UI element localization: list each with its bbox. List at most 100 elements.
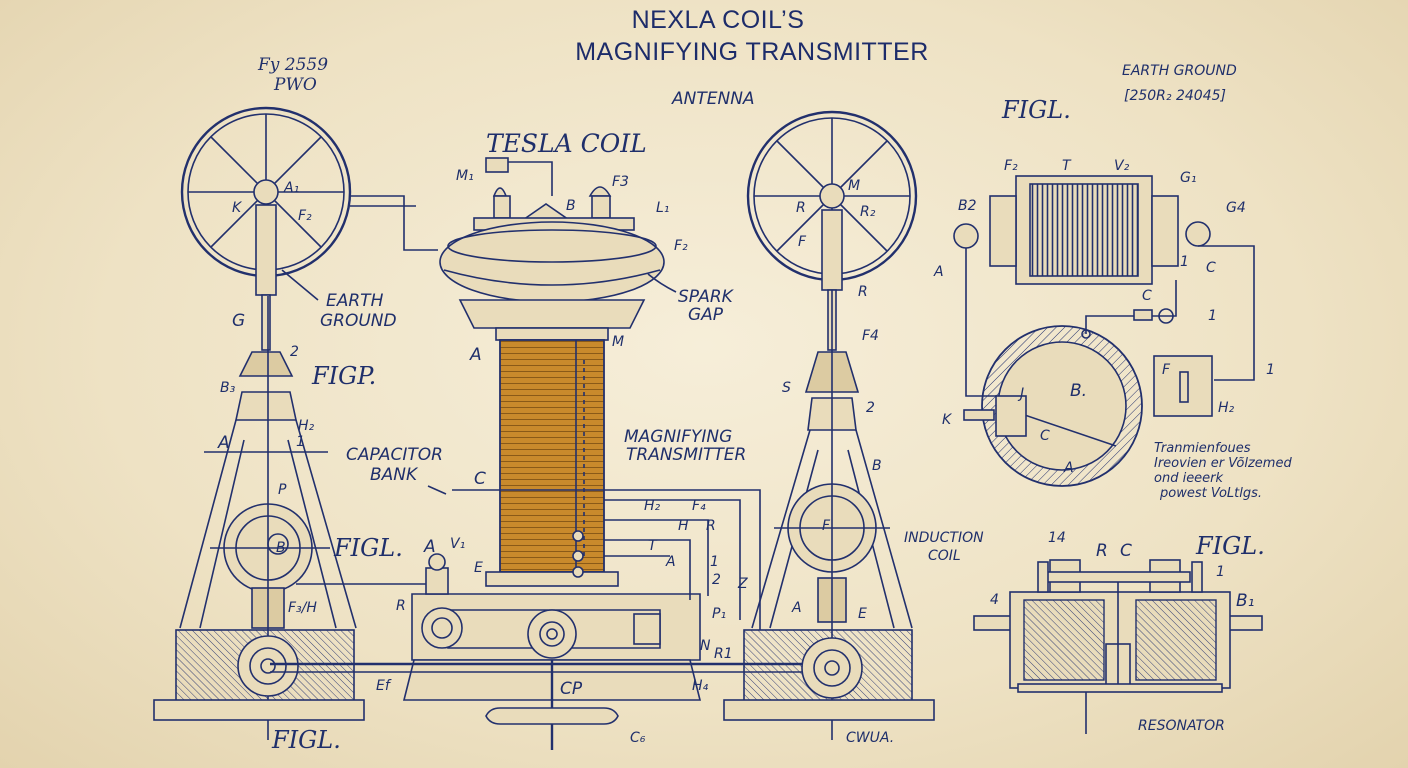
svg-text:Z: Z bbox=[737, 576, 748, 592]
caption-fig-l-bottom: FIGL. bbox=[271, 726, 341, 754]
title-line-1: NEXLA COIL’S bbox=[632, 6, 805, 34]
left-base bbox=[153, 629, 365, 721]
svg-text:B2: B2 bbox=[958, 198, 977, 214]
svg-text:L₁: L₁ bbox=[656, 200, 669, 216]
resonator-figure bbox=[973, 559, 1263, 734]
label-capacitor-2: BANK bbox=[370, 465, 419, 485]
svg-text:A: A bbox=[791, 600, 802, 616]
svg-text:N: N bbox=[700, 638, 711, 654]
transformer-figure bbox=[953, 175, 1255, 397]
svg-text:E: E bbox=[474, 560, 483, 576]
svg-text:K: K bbox=[942, 412, 953, 428]
svg-text:C: C bbox=[1142, 288, 1152, 304]
fig-bottom-right-reference-marks: 14 R C 1 4 B₁ bbox=[990, 530, 1254, 611]
right-antenna-wheel bbox=[746, 110, 918, 291]
svg-text:powest VoLtlgs.: powest VoLtlgs. bbox=[1159, 486, 1262, 501]
tesla-coil-base bbox=[270, 571, 840, 750]
label-resonator: RESONATOR bbox=[1138, 718, 1225, 734]
svg-text:F₄: F₄ bbox=[692, 498, 706, 514]
right-base bbox=[723, 629, 935, 721]
header-right-line-1: EARTH GROUND bbox=[1122, 63, 1237, 79]
svg-text:CP: CP bbox=[560, 679, 583, 699]
caption-fig-l-mid: FIGL. bbox=[333, 534, 403, 562]
svg-text:H₄: H₄ bbox=[692, 678, 709, 694]
svg-text:P₁: P₁ bbox=[712, 606, 726, 622]
svg-text:F4: F4 bbox=[862, 328, 879, 344]
svg-text:2: 2 bbox=[712, 572, 721, 588]
svg-text:H: H bbox=[678, 518, 689, 534]
title-line-2: MAGNIFYING TRANSMITTER bbox=[575, 38, 929, 66]
svg-text:R₂: R₂ bbox=[860, 204, 876, 220]
svg-text:T: T bbox=[648, 538, 658, 554]
fig-top-right-reference-marks: F₂ T V₂ G₁ B2 G4 A 1 C C 1 J K B. C A F … bbox=[933, 158, 1275, 476]
svg-text:B: B bbox=[566, 198, 576, 214]
svg-text:F₂: F₂ bbox=[674, 238, 688, 254]
transmitter-note: Tranmienfoues Ireovien er Võlzemed ond i… bbox=[1154, 441, 1292, 501]
svg-text:1: 1 bbox=[1180, 254, 1189, 270]
svg-text:F: F bbox=[822, 518, 831, 534]
svg-text:C₆: C₆ bbox=[630, 730, 646, 746]
svg-text:C: C bbox=[1120, 541, 1132, 561]
right-tower bbox=[751, 289, 913, 740]
svg-text:R: R bbox=[858, 284, 868, 300]
label-spark-gap-1: SPARK bbox=[678, 287, 735, 307]
svg-text:1: 1 bbox=[1208, 308, 1217, 324]
svg-text:V₁: V₁ bbox=[450, 536, 465, 552]
svg-text:E: E bbox=[858, 606, 867, 622]
svg-text:B₁: B₁ bbox=[1236, 591, 1254, 611]
svg-text:R1: R1 bbox=[714, 646, 733, 662]
label-tesla-coil: TESLA COIL bbox=[486, 129, 647, 158]
caption-fig-p: FIGP. bbox=[311, 362, 376, 390]
svg-text:2: 2 bbox=[866, 400, 875, 416]
svg-text:F: F bbox=[1162, 362, 1171, 378]
svg-text:K: K bbox=[232, 200, 243, 216]
header-right-line-2: [250R₂ 24045] bbox=[1124, 88, 1226, 104]
svg-text:A₁: A₁ bbox=[283, 180, 299, 196]
coil-reference-marks: M₁ F3 B L₁ F₂ A M C E H₂ F₄ H R T A 1 2 … bbox=[376, 168, 748, 746]
svg-text:CWUA.: CWUA. bbox=[846, 730, 894, 746]
left-reference-marks: A₁ K F₂ G 2 B₃ H₂ A 1 P B A V₁ R F₃/H bbox=[217, 180, 465, 616]
label-earth-ground-left-1: EARTH bbox=[326, 291, 384, 311]
svg-text:J: J bbox=[1017, 386, 1024, 402]
svg-text:C: C bbox=[1206, 260, 1216, 276]
label-capacitor-1: CAPACITOR bbox=[346, 445, 443, 465]
label-spark-gap-2: GAP bbox=[688, 305, 724, 325]
svg-text:H₂: H₂ bbox=[298, 418, 315, 434]
caption-fig-l-right-top: FIGL. bbox=[1001, 96, 1071, 124]
svg-text:T: T bbox=[1062, 158, 1072, 174]
svg-text:A: A bbox=[217, 433, 230, 453]
svg-text:B₃: B₃ bbox=[220, 380, 236, 396]
svg-text:F: F bbox=[798, 234, 807, 250]
svg-text:R: R bbox=[706, 518, 716, 534]
left-antenna-wheel bbox=[180, 106, 438, 296]
svg-text:1: 1 bbox=[296, 434, 305, 450]
svg-text:V₂: V₂ bbox=[1114, 158, 1130, 174]
svg-text:G: G bbox=[232, 311, 245, 331]
svg-text:H₂: H₂ bbox=[644, 498, 661, 514]
svg-text:R: R bbox=[796, 200, 806, 216]
svg-text:C: C bbox=[474, 469, 486, 489]
svg-text:A: A bbox=[933, 264, 944, 280]
svg-text:1: 1 bbox=[1266, 362, 1275, 378]
svg-text:B.: B. bbox=[1070, 381, 1087, 401]
right-reference-marks: M R R₂ F R F4 S 2 B F A E CWUA. bbox=[782, 178, 894, 746]
label-induction-2: COIL bbox=[928, 548, 961, 564]
svg-text:Tranmienfoues: Tranmienfoues bbox=[1154, 441, 1251, 456]
svg-text:1: 1 bbox=[710, 554, 719, 570]
header-left-line-2: PWO bbox=[273, 75, 317, 95]
svg-text:S: S bbox=[782, 380, 791, 396]
svg-text:14: 14 bbox=[1048, 530, 1066, 546]
toroid-figure bbox=[963, 325, 1213, 487]
svg-text:ond ieeerk: ond ieeerk bbox=[1154, 471, 1224, 486]
svg-text:R: R bbox=[396, 598, 406, 614]
svg-text:B: B bbox=[872, 458, 882, 474]
svg-text:A: A bbox=[1063, 460, 1074, 476]
label-antenna: ANTENNA bbox=[671, 89, 755, 109]
label-magnifying-2: TRANSMITTER bbox=[626, 445, 746, 465]
svg-text:G4: G4 bbox=[1226, 200, 1246, 216]
svg-text:Ireovien er Võlzemed: Ireovien er Võlzemed bbox=[1154, 456, 1292, 471]
svg-text:A: A bbox=[469, 345, 482, 365]
label-earth-ground-left-2: GROUND bbox=[320, 311, 397, 331]
